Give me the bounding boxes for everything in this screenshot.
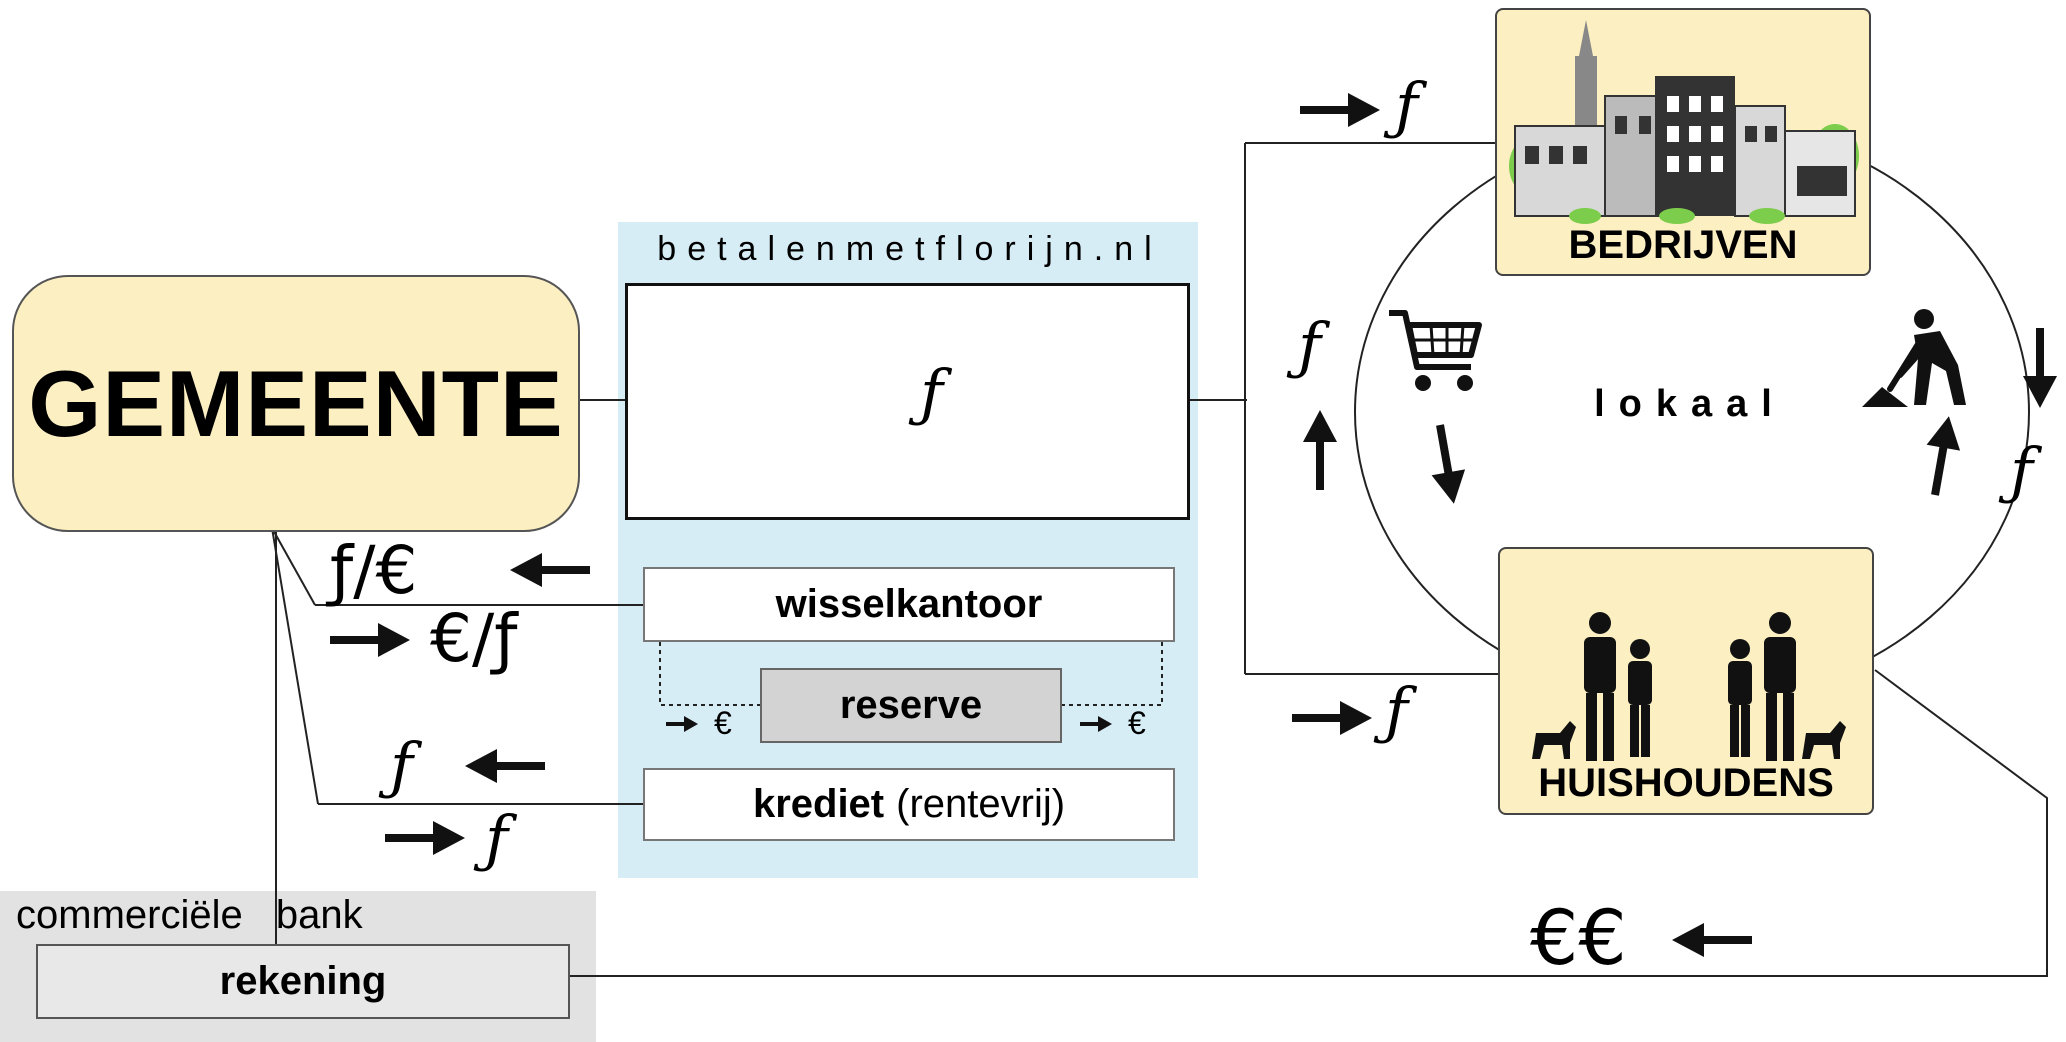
gemeente-label: GEMEENTE: [28, 350, 564, 456]
worker-shovel-icon: [1862, 309, 1966, 407]
shopping-cart-icon: [1389, 310, 1482, 391]
bedrijven-label: BEDRIJVEN: [1568, 223, 1798, 267]
rekening-label: rekening: [219, 959, 387, 1003]
wallet-box: [625, 283, 1190, 520]
town-buildings-icon: [1509, 20, 1859, 224]
bank-caption-word1: commerciële: [16, 893, 243, 937]
site-url: betalenmetflorijn.nl: [657, 230, 1163, 268]
bank-caption: commerciële bank: [16, 893, 363, 938]
reserve-euro-right: €: [1128, 705, 1146, 741]
lokaal-label: lokaal: [1594, 383, 1786, 425]
bedrijven-card: BEDRIJVEN: [1495, 8, 1871, 276]
huishoudens-label: HUISHOUDENS: [1538, 761, 1834, 805]
family-icon: [1532, 612, 1846, 761]
florin-flow-left: ƒ: [1298, 309, 1321, 382]
krediet-note: (rentevrij): [896, 782, 1066, 826]
florin-to-huishoudens: ƒ: [1385, 674, 1408, 747]
credit-in-florin: ƒ: [390, 729, 413, 802]
florin-to-bedrijven: ƒ: [1395, 69, 1418, 142]
exchange-out-label: €/ƒ: [430, 600, 518, 677]
krediet-box: krediet (rentevrij): [643, 768, 1175, 841]
reserve-box: reserve: [760, 668, 1062, 743]
wisselkantoor-label: wisselkantoor: [775, 582, 1043, 626]
florin-flow-right: ƒ: [2010, 434, 2033, 507]
euro-outflow-label: €€: [1530, 893, 1627, 982]
exchange-in-label: ƒ/€: [330, 532, 418, 609]
reserve-label: reserve: [839, 683, 983, 727]
credit-out-florin: ƒ: [485, 802, 508, 875]
krediet-label: krediet: [752, 782, 885, 826]
reserve-euro-left: €: [714, 705, 732, 741]
gemeente-box: GEMEENTE: [12, 275, 580, 532]
florin-symbol-wallet: ƒ: [920, 356, 943, 429]
huishoudens-card: HUISHOUDENS: [1498, 547, 1874, 815]
wisselkantoor-box: wisselkantoor: [643, 567, 1175, 642]
bank-caption-word2: bank: [275, 893, 363, 937]
rekening-box: rekening: [36, 944, 570, 1019]
